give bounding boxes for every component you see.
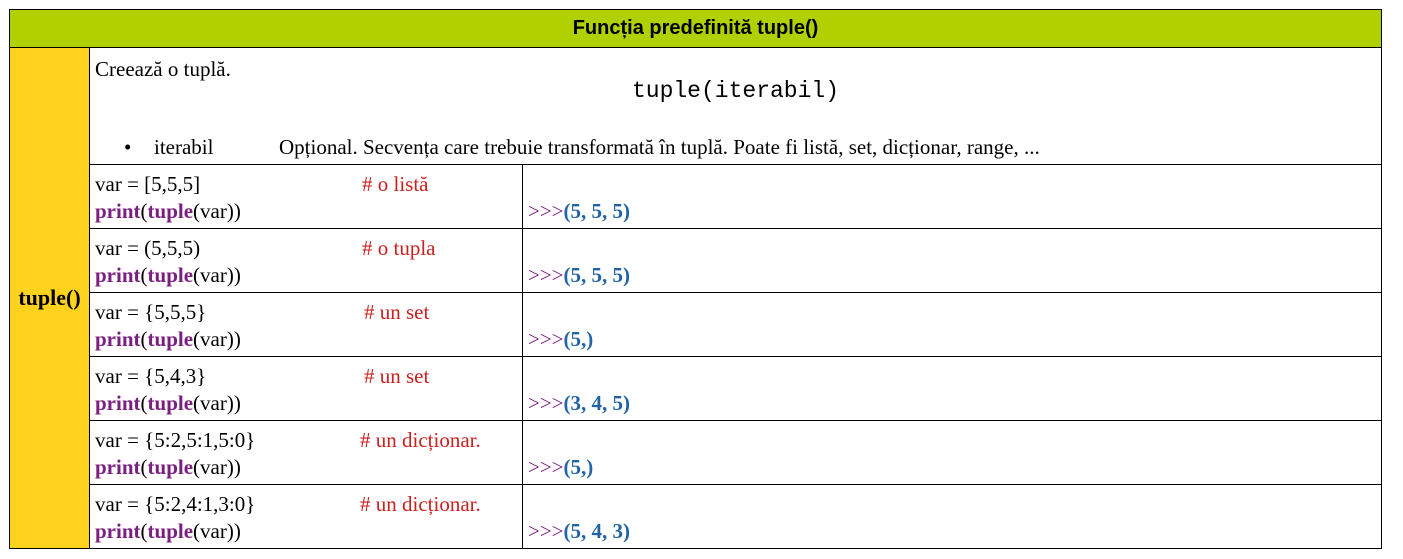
parameter-description: Opțional. Secvența care trebuie transfor…	[279, 135, 1040, 159]
code-line: var = {5,4,3}	[95, 364, 207, 388]
code-comment: # un dicționar.	[360, 428, 481, 452]
output-line: >>>(3, 4, 5)	[528, 391, 630, 416]
function-name-cell: tuple()	[9, 47, 90, 549]
tuple-keyword: tuple	[147, 327, 194, 351]
code-comment: # un dicționar.	[360, 492, 481, 516]
prompt: >>>	[528, 391, 564, 415]
code-line: print(tuple(var))	[95, 519, 241, 543]
example-output-cell: >>>(5,)	[522, 420, 1382, 485]
function-signature: tuple(iterabil)	[631, 78, 840, 104]
code-line: var = {5:2,5:1,5:0}	[95, 428, 256, 452]
example-output-cell: >>>(5, 5, 5)	[522, 164, 1382, 229]
prompt: >>>	[528, 199, 564, 223]
example-code-cell: var = {5:2,5:1,5:0} # un dicționar. prin…	[89, 420, 523, 485]
output-value: (5, 5, 5)	[563, 263, 631, 287]
print-keyword: print	[95, 327, 141, 351]
example-code-cell: var = {5,5,5} # un set print(tuple(var))	[89, 292, 523, 357]
table-header: Funcția predefinită tuple()	[9, 9, 1382, 48]
output-line: >>>(5, 4, 3)	[528, 519, 630, 544]
print-keyword: print	[95, 519, 141, 543]
code-line: print(tuple(var))	[95, 327, 241, 351]
output-value: (5,)	[563, 327, 594, 351]
output-line: >>>(5, 5, 5)	[528, 263, 630, 288]
code-line: print(tuple(var))	[95, 263, 241, 287]
output-value: (5, 5, 5)	[563, 199, 631, 223]
tuple-reference-table: Funcția predefinită tuple() tuple() Cree…	[9, 9, 1382, 549]
code-line: print(tuple(var))	[95, 391, 241, 415]
output-value: (5, 4, 3)	[563, 519, 631, 543]
tuple-keyword: tuple	[147, 455, 194, 479]
code-line: var = {5,5,5}	[95, 300, 207, 324]
code-line: var = {5:2,4:1,3:0}	[95, 492, 256, 516]
example-code-cell: var = {5:2,4:1,3:0} # un dicționar. prin…	[89, 484, 523, 549]
print-keyword: print	[95, 263, 141, 287]
example-output-cell: >>>(5,)	[522, 292, 1382, 357]
output-value: (5,)	[563, 455, 594, 479]
example-code-cell: var = [5,5,5] # o listă print(tuple(var)…	[89, 164, 523, 229]
code-comment: # o tupla	[362, 236, 436, 260]
example-row: var = {5,5,5} # un set print(tuple(var))…	[10, 292, 1382, 357]
output-line: >>>(5,)	[528, 327, 593, 352]
tuple-keyword: tuple	[147, 391, 194, 415]
example-output-cell: >>>(3, 4, 5)	[522, 356, 1382, 421]
description-cell: Creează o tuplă. tuple(iterabil) • iterab…	[89, 47, 1382, 165]
code-comment: # un set	[364, 364, 430, 388]
print-keyword: print	[95, 199, 141, 223]
tuple-keyword: tuple	[147, 263, 194, 287]
parameter-item: • iterabil Opțional. Secvența care trebuie…	[124, 135, 1040, 160]
print-keyword: print	[95, 391, 141, 415]
code-comment: # un set	[364, 300, 430, 324]
code-line: var = (5,5,5)	[95, 236, 201, 260]
example-code-cell: var = {5,4,3} # un set print(tuple(var))	[89, 356, 523, 421]
print-keyword: print	[95, 455, 141, 479]
tuple-keyword: tuple	[147, 199, 194, 223]
code-line: print(tuple(var))	[95, 199, 241, 223]
prompt: >>>	[528, 455, 564, 479]
output-value: (3, 4, 5)	[563, 391, 631, 415]
code-line: print(tuple(var))	[95, 455, 241, 479]
example-code-cell: var = (5,5,5) # o tupla print(tuple(var)…	[89, 228, 523, 293]
parameter-name: iterabil	[154, 135, 214, 159]
example-output-cell: >>>(5, 4, 3)	[522, 484, 1382, 549]
prompt: >>>	[528, 263, 564, 287]
prompt: >>>	[528, 519, 564, 543]
example-row: var = {5,4,3} # un set print(tuple(var))…	[10, 356, 1382, 421]
bullet: •	[124, 135, 132, 159]
example-row: var = {5:2,5:1,5:0} # un dicționar. prin…	[10, 420, 1382, 485]
description-intro: Creează o tuplă.	[95, 57, 231, 81]
tuple-keyword: tuple	[147, 519, 194, 543]
prompt: >>>	[528, 327, 564, 351]
code-line: var = [5,5,5]	[95, 172, 201, 196]
output-line: >>>(5,)	[528, 455, 593, 480]
output-line: >>>(5, 5, 5)	[528, 199, 630, 224]
example-output-cell: >>>(5, 5, 5)	[522, 228, 1382, 293]
code-comment: # o listă	[362, 172, 429, 196]
example-row: var = {5:2,4:1,3:0} # un dicționar. prin…	[10, 484, 1382, 549]
example-row: var = (5,5,5) # o tupla print(tuple(var)…	[10, 228, 1382, 293]
example-row: var = [5,5,5] # o listă print(tuple(var)…	[10, 164, 1382, 229]
